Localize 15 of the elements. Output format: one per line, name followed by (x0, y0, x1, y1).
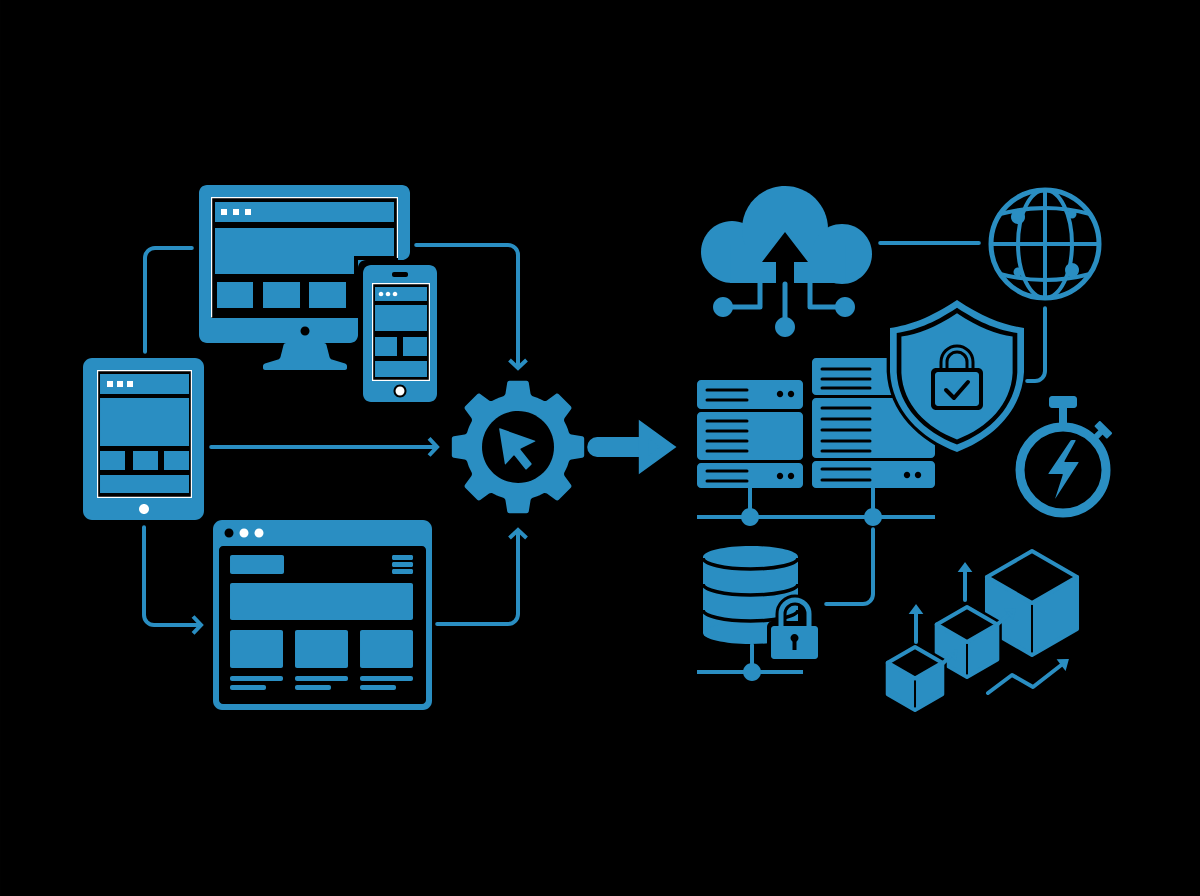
gear-icon (451, 380, 585, 514)
tablet-icon (83, 358, 204, 520)
globe-icon (988, 187, 1102, 301)
arrow (414, 243, 528, 371)
arrow (435, 527, 528, 626)
cubes-icon (883, 546, 1082, 715)
cloud-upload-icon (701, 186, 872, 337)
connector-line (878, 241, 981, 245)
arrow (209, 437, 440, 457)
connector-line (824, 527, 875, 606)
browser-window-icon (213, 520, 432, 710)
stopwatch-icon (1015, 396, 1113, 518)
connector-line (143, 246, 194, 354)
arrow (142, 525, 204, 635)
phone-icon (363, 265, 437, 402)
